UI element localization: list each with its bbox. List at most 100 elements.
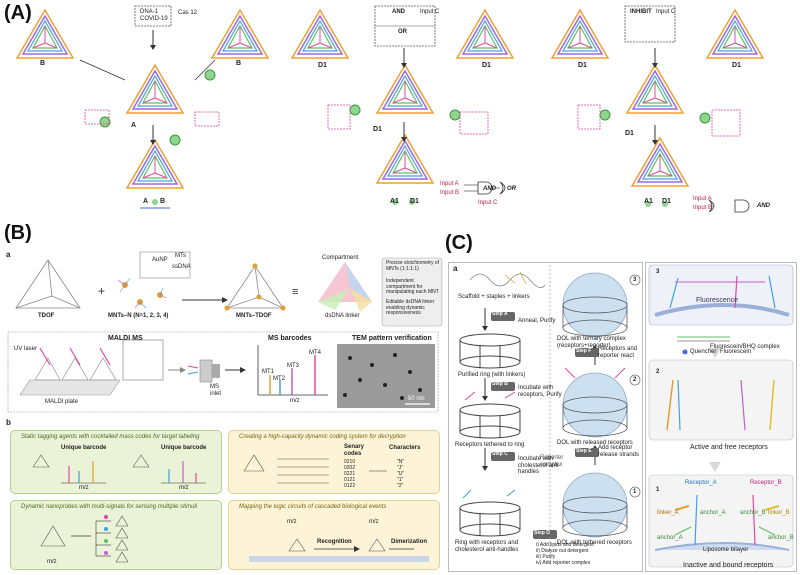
b-mnts-tdof-label: MNTs–TDOF xyxy=(236,313,272,319)
code-row: 0210 xyxy=(344,459,356,465)
c-frame-b xyxy=(645,262,797,572)
a-gate-or-1: OR xyxy=(398,29,407,35)
a-node-d1-6: D1 xyxy=(732,62,741,69)
a-node-a-1: A xyxy=(131,122,137,129)
b-card-3-mz: m/z xyxy=(47,559,57,565)
c-sphere-3 xyxy=(562,272,628,338)
a-node-d1-2: D1 xyxy=(482,62,491,69)
c-anchor-a-2: anchor_A xyxy=(700,510,726,516)
c-step-b: Step B xyxy=(492,381,508,387)
c-incubate-receptors: Incubate with receptors, Purify xyxy=(518,385,562,398)
b-uv-laser-label: UV laser xyxy=(14,346,38,352)
panel-label-b: (B) xyxy=(4,222,32,244)
b-card-2-art xyxy=(243,454,387,484)
b-card-3-art xyxy=(40,515,129,563)
b-card-1-mz-b: m/z xyxy=(179,485,189,491)
b-card-2: Creating a high-capacity dynamic coding … xyxy=(228,430,440,494)
a-cas12-label: Cas 12 xyxy=(178,10,198,16)
a-input-c-2: Input C xyxy=(656,9,676,15)
b-mt4-label: MT4 xyxy=(309,350,321,356)
a-input-c-1: Input C xyxy=(420,9,440,15)
b-mnts-tdof-shape xyxy=(224,263,286,311)
c-liposome: Liposome bilayer xyxy=(703,547,749,553)
a-dna1-covid-label: DNA-1 COVID-19 xyxy=(140,9,168,22)
char-row: "1" xyxy=(397,477,404,483)
b-card-1: Static tagging agents with cocktailed ma… xyxy=(10,430,222,494)
a-node-d1-8: D1 xyxy=(662,198,671,205)
a-node-b-3: B xyxy=(160,198,166,205)
b-ms-inlet-label: MS inlet xyxy=(210,384,222,397)
c-quencher: Quencher xyxy=(690,349,717,355)
b-ms-inlet xyxy=(187,359,220,383)
b-card-4-recognition: Recognition xyxy=(317,539,352,545)
svg-text:+: + xyxy=(98,284,105,298)
c-step-f: Step F xyxy=(576,348,592,354)
code-row: 0122 xyxy=(344,483,356,489)
b-card-1-mz-a: m/z xyxy=(79,485,89,491)
code-row: 0202 xyxy=(344,465,356,471)
c-sphere-2 xyxy=(562,367,628,438)
b-card-1-title: Static tagging agents with cocktailed ma… xyxy=(21,434,200,440)
b-bullet-2: Independent compartment for manipulating… xyxy=(386,278,439,295)
b-compartment-shape xyxy=(318,262,372,312)
c-num-1b: 1 xyxy=(656,487,660,493)
panel-a-system-3 xyxy=(551,5,764,213)
b-card-4-mz-b: m/z xyxy=(369,519,379,525)
c-receptor-a: Receptor_A xyxy=(685,480,717,486)
c-step-d: Step D xyxy=(534,530,550,536)
c-step-e: Step E xyxy=(576,448,592,454)
c-ring-1 xyxy=(459,333,521,369)
b-maldi-ms-title: MALDI MS xyxy=(108,335,143,342)
c-dol-released: DOL with released receptors xyxy=(557,440,633,446)
a-logic-input-b-1: Input B xyxy=(440,190,460,196)
b-card-2-title: Creating a high-capacity dynamic coding … xyxy=(239,434,406,440)
panel-a-diagram xyxy=(16,5,764,213)
c-num-3: 3 xyxy=(633,277,637,283)
b-scale-label: 50 nm xyxy=(408,396,425,402)
c-receptor-b: Receptor_B xyxy=(750,480,782,486)
c-purified-ring: Purified ring (with linkers) xyxy=(458,372,526,378)
b-mz-label: m/z xyxy=(290,398,300,404)
c-dol-tethered: DOL with tethered receptors xyxy=(557,540,632,546)
c-linker-b: linker_B xyxy=(768,510,790,516)
b-sub-a: a xyxy=(6,250,11,259)
b-mt1-label: MT1 xyxy=(262,369,274,375)
b-card-1-barcode-a: Unique barcode xyxy=(61,445,107,451)
char-row: "2" xyxy=(397,483,404,489)
b-bullet-3: Editable dsDNA linker enabling dynamic r… xyxy=(386,299,435,316)
c-step-c: Step C xyxy=(492,451,508,457)
b-card-1-art xyxy=(32,454,206,484)
char-row: "U" xyxy=(397,471,405,477)
panel-c-diagram xyxy=(459,264,794,568)
c-dol-ternary: DOL with ternary complex (receptors+repo… xyxy=(557,336,626,349)
a-node-d1-1: D1 xyxy=(318,62,327,69)
c-add-receptor-release: Add receptor release strands xyxy=(598,445,640,458)
b-card-3-title: Dynamic nanoprobes with multi-signals fo… xyxy=(21,504,198,510)
a-logic-and-1: AND xyxy=(483,186,496,192)
svg-text:≡: ≡ xyxy=(292,286,298,298)
a-node-a1-2: A1 xyxy=(644,198,653,205)
b-tdof-shape xyxy=(15,259,81,309)
char-row: "N" xyxy=(397,459,405,465)
c-num-1: 1 xyxy=(633,489,637,495)
b-bullet-1: Precise stoichiometry of MNTs (1:1:1:1) xyxy=(386,260,440,272)
b-card-4-dimerization: Dimerization xyxy=(391,539,428,545)
b-card-2-characters: Characters xyxy=(389,445,421,451)
b-ms-spectrum xyxy=(257,345,328,396)
b-card-3: Dynamic nanoprobes with multi-signals fo… xyxy=(10,500,222,570)
a-node-a1-1: A1 xyxy=(390,198,399,205)
c-incubate-chol: Incubate with cholesterol anti-handles xyxy=(518,456,561,476)
c-step-d-list: i) Add lipids and detergent ii) Dialyze … xyxy=(536,542,594,566)
c-reporter-complex: Reporter complex xyxy=(540,455,564,468)
code-row: 0121 xyxy=(344,477,356,483)
b-sub-b: b xyxy=(6,418,11,427)
c-num-2: 2 xyxy=(633,377,637,383)
b-card-4-mz-a: m/z xyxy=(287,519,297,525)
a-gate-and-1: AND xyxy=(392,9,405,15)
panel-label-a: (A) xyxy=(4,2,32,24)
c-active-free: Active and free receptors xyxy=(690,444,768,451)
panel-label-c: (C) xyxy=(445,232,473,254)
c-ring-2 xyxy=(459,403,521,439)
b-card-2-codes: 0210 0202 0221 0121 0122 xyxy=(344,459,355,489)
b-card-4-title: Mapping the logic circuits of cascaded b… xyxy=(239,504,387,510)
